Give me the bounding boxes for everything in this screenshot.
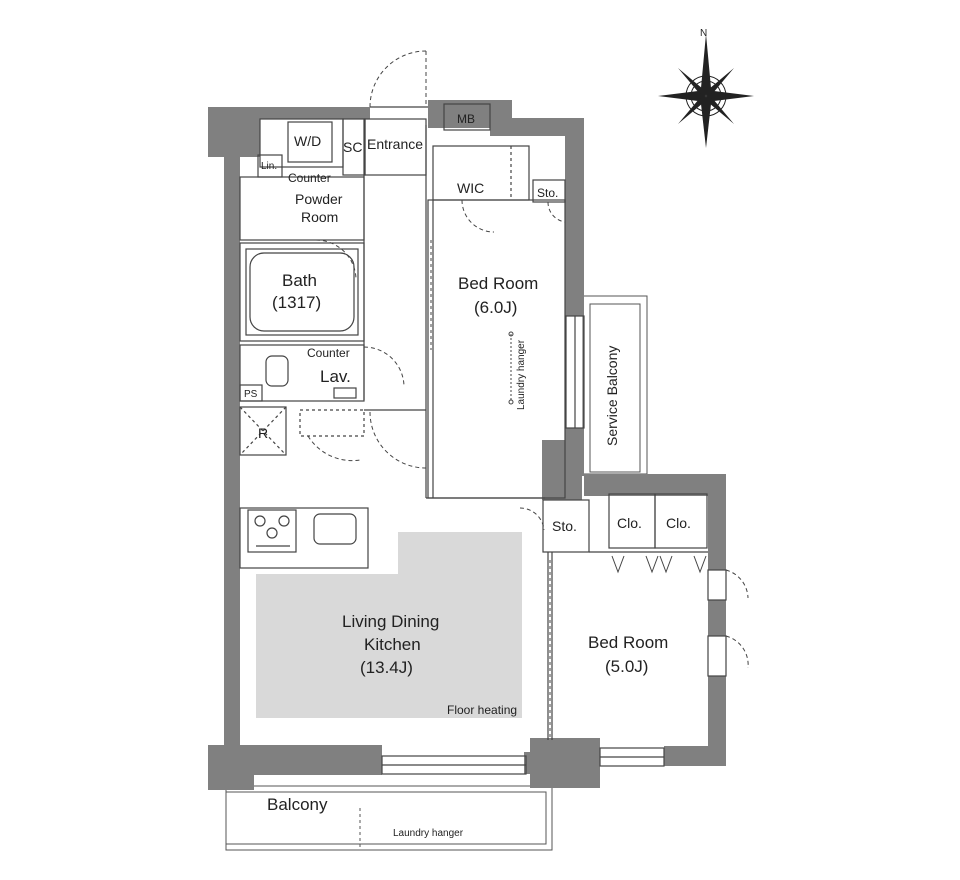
storage-top-label: Sto. <box>537 186 558 200</box>
balcony-outline <box>225 785 553 851</box>
compass-north-label: N <box>700 28 707 39</box>
sc-label: SC <box>343 139 362 155</box>
lav-label: Lav. <box>320 367 351 386</box>
mb-label: MB <box>457 112 475 126</box>
laundry-hanger-rod-vertical <box>508 331 514 405</box>
powder-room-label-1: Powder <box>295 191 343 207</box>
service-balcony-label: Service Balcony <box>604 346 620 446</box>
counter-lav-label: Counter <box>307 346 350 360</box>
walls <box>208 100 726 790</box>
compass-rose-icon <box>658 34 754 148</box>
wd-label: W/D <box>294 133 321 149</box>
balcony-label: Balcony <box>267 795 328 814</box>
ps-label: PS <box>244 389 258 400</box>
entrance-label: Entrance <box>367 136 423 152</box>
ldk-size: (13.4J) <box>360 658 413 677</box>
bed-room-1-name: Bed Room <box>458 274 538 293</box>
linen-label: Lin. <box>261 161 277 172</box>
ldk-label-2: Kitchen <box>364 635 421 654</box>
laundry-hanger-horizontal-label: Laundry hanger <box>393 828 464 839</box>
bed-room-1-size: (6.0J) <box>474 298 517 317</box>
powder-room-label-2: Room <box>301 209 338 225</box>
wic-label: WIC <box>457 180 484 196</box>
bed-room-2-name: Bed Room <box>588 633 668 652</box>
laundry-hanger-vertical-label: Laundry hanger <box>516 339 527 410</box>
door-swings <box>307 50 749 669</box>
ldk-label-1: Living Dining <box>342 612 439 631</box>
storage-mid-label: Sto. <box>552 518 577 534</box>
bed-room-2-size: (5.0J) <box>605 657 648 676</box>
closet-door-marks <box>611 555 707 574</box>
bath-size: (1317) <box>272 293 321 312</box>
bath-name: Bath <box>282 271 317 290</box>
floor-heating-area <box>256 532 522 718</box>
fridge-label: R <box>258 425 268 441</box>
floor-heating-label: Floor heating <box>447 703 517 717</box>
partitions <box>239 103 727 775</box>
closet-1-label: Clo. <box>617 515 642 531</box>
closet-2-label: Clo. <box>666 515 691 531</box>
counter-top-label: Counter <box>288 171 331 185</box>
